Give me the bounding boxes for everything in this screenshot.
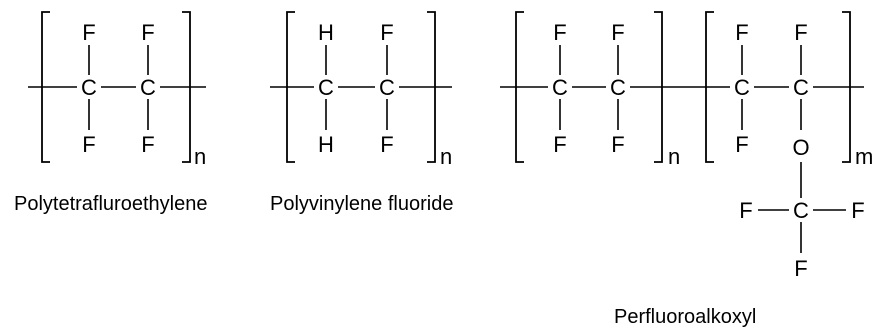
- atom-c1: C: [81, 75, 97, 100]
- structure-name: Polyvinylene fluoride: [270, 193, 453, 215]
- atom-c2-top: F: [380, 20, 393, 45]
- atom-c1-bottom: F: [82, 132, 95, 157]
- atom-c2-bottom: F: [611, 132, 624, 157]
- repeat-subscript: n: [668, 144, 680, 169]
- atom-c2: C: [379, 75, 395, 100]
- atom-c4: C: [793, 75, 809, 100]
- atom-c4-top: F: [794, 20, 807, 45]
- structure-ptfe: F C F F C F n Polytetrafluroethylene: [14, 11, 207, 215]
- atom-c1-bottom: F: [553, 132, 566, 157]
- atom-oxygen: O: [792, 135, 809, 160]
- atom-c1-bottom: H: [318, 132, 334, 157]
- atom-side-carbon: C: [793, 198, 809, 223]
- atom-side-right: F: [851, 198, 864, 223]
- atom-c2-bottom: F: [380, 132, 393, 157]
- atom-c2: C: [610, 75, 626, 100]
- structure-name: Perfluoroalkoxyl: [614, 306, 756, 328]
- atom-c3-bottom: F: [735, 132, 748, 157]
- atom-c1: C: [552, 75, 568, 100]
- structure-pvdf: H C H F C F n Polyvinylene fluoride: [270, 11, 453, 215]
- atom-c2-top: F: [611, 20, 624, 45]
- atom-side-left: F: [739, 198, 752, 223]
- structure-pfa: F C F F C F n F C F F C O m C F F F Perf…: [500, 11, 873, 328]
- atom-c3-top: F: [735, 20, 748, 45]
- atom-c2-bottom: F: [141, 132, 154, 157]
- atom-c2-top: F: [141, 20, 154, 45]
- repeat-subscript: n: [440, 144, 452, 169]
- atom-c1-top: F: [82, 20, 95, 45]
- atom-c3: C: [734, 75, 750, 100]
- atom-side-bottom: F: [794, 256, 807, 281]
- atom-c1-top: H: [318, 20, 334, 45]
- atom-c1: C: [318, 75, 334, 100]
- repeat-subscript: m: [855, 144, 873, 169]
- repeat-subscript: n: [194, 144, 206, 169]
- atom-c1-top: F: [553, 20, 566, 45]
- structure-name: Polytetrafluroethylene: [14, 193, 207, 215]
- atom-c2: C: [140, 75, 156, 100]
